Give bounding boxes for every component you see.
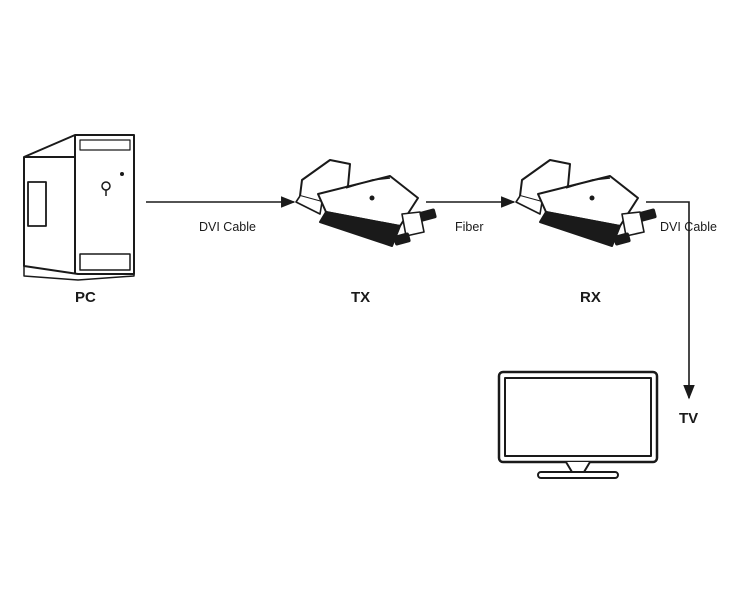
node-label-tx: TX bbox=[351, 289, 371, 306]
node-label-pc: PC bbox=[75, 289, 96, 306]
transmitter-icon bbox=[295, 159, 437, 247]
tv-monitor-icon bbox=[497, 370, 659, 479]
edge-label-pc-tx: DVI Cable bbox=[199, 220, 256, 234]
node-label-rx: RX bbox=[580, 289, 601, 306]
edge-label-rx-tv: DVI Cable bbox=[660, 220, 717, 234]
receiver-icon bbox=[515, 159, 657, 247]
connector-rx-tv bbox=[646, 201, 695, 400]
node-label-tv: TV bbox=[679, 410, 699, 427]
pc-tower-icon bbox=[23, 134, 135, 281]
edge-label-tx-rx: Fiber bbox=[455, 220, 484, 234]
